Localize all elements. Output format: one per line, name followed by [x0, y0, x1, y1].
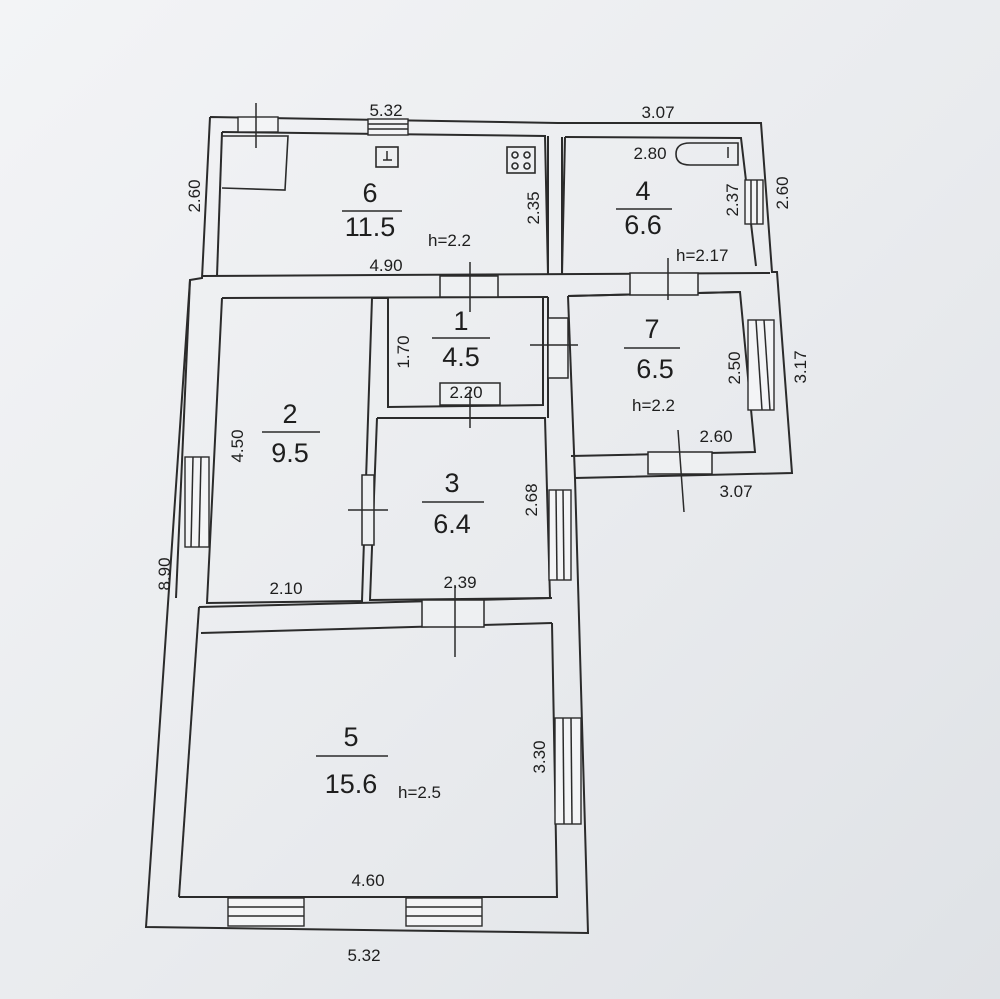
window-bottom-left [227, 897, 305, 927]
chimney-outline [221, 135, 289, 191]
dim-room7-outer-width: 3.07 [719, 482, 752, 501]
height-kitchen: h=2.2 [428, 231, 471, 250]
dim-room2-height: 4.50 [228, 429, 247, 462]
dim-left-top: 2.60 [185, 179, 204, 212]
dim-bath-height: 2.37 [723, 183, 742, 216]
room-7-number: 7 [644, 314, 659, 344]
dim-room5-height: 3.30 [530, 740, 549, 773]
height-room7: h=2.2 [632, 396, 675, 415]
window-top-left [237, 103, 279, 148]
room-1-area: 4.5 [442, 342, 480, 372]
window-bath [744, 179, 764, 225]
dim-room7-width: 2.60 [699, 427, 732, 446]
window-room3 [548, 489, 572, 581]
dim-bottom-total: 5.32 [347, 946, 380, 965]
window-room5-right [554, 717, 582, 825]
outer-walls [144, 116, 794, 935]
room-4-number: 4 [635, 176, 650, 206]
room-3-area: 6.4 [433, 509, 471, 539]
room-7-area: 6.5 [636, 354, 674, 384]
bathtub-icon [675, 142, 739, 166]
room-3-number: 3 [444, 468, 459, 498]
windows [184, 103, 775, 927]
room-1-number: 1 [453, 306, 468, 336]
dim-room3-height: 2.68 [522, 483, 541, 516]
dim-room5-width: 4.60 [351, 871, 384, 890]
doors [361, 272, 713, 628]
tick-lines [348, 258, 685, 657]
dim-room7-height: 2.50 [725, 351, 744, 384]
window-bottom-right [405, 897, 483, 927]
dim-room3-width: 2.39 [443, 573, 476, 592]
window-room7 [747, 319, 775, 411]
room-6-area: 11.5 [345, 212, 396, 242]
room-5-area: 15.6 [325, 769, 378, 799]
dim-room1-width: 2.20 [449, 383, 482, 402]
room-4-area: 6.6 [624, 210, 662, 240]
sink-icon [375, 146, 399, 168]
window-room2 [184, 456, 210, 548]
dim-room1-height: 1.70 [394, 335, 413, 368]
dim-room7-outer-height: 3.17 [791, 350, 810, 383]
dim-top-left: 5.32 [369, 101, 402, 120]
dim-right-top: 2.60 [773, 176, 792, 209]
height-bathroom: h=2.17 [676, 246, 728, 265]
dimension-labels: 5.32 3.07 2.60 2.35 4.90 2.80 2.37 2.60 … [155, 101, 810, 965]
room-2-area: 9.5 [271, 438, 309, 468]
dim-kitchen-height: 2.35 [524, 191, 543, 224]
fixtures [221, 135, 739, 191]
dim-left-total: 8.90 [155, 557, 174, 590]
room-5-number: 5 [343, 722, 358, 752]
height-room5: h=2.5 [398, 783, 441, 802]
room-2-number: 2 [282, 399, 297, 429]
window-top [367, 118, 409, 136]
room-6-number: 6 [362, 178, 377, 208]
dim-kitchen-width: 4.90 [369, 256, 402, 275]
dim-bath-tub: 2.80 [633, 144, 666, 163]
room-labels: 6 11.5 4 6.6 1 4.5 7 6.5 2 9.5 3 6.4 5 1… [262, 176, 680, 799]
stove-icon [506, 146, 536, 174]
dim-room2-width: 2.10 [269, 579, 302, 598]
height-labels: h=2.2 h=2.17 h=2.2 h=2.5 [398, 231, 728, 802]
dim-top-right: 3.07 [641, 103, 674, 122]
